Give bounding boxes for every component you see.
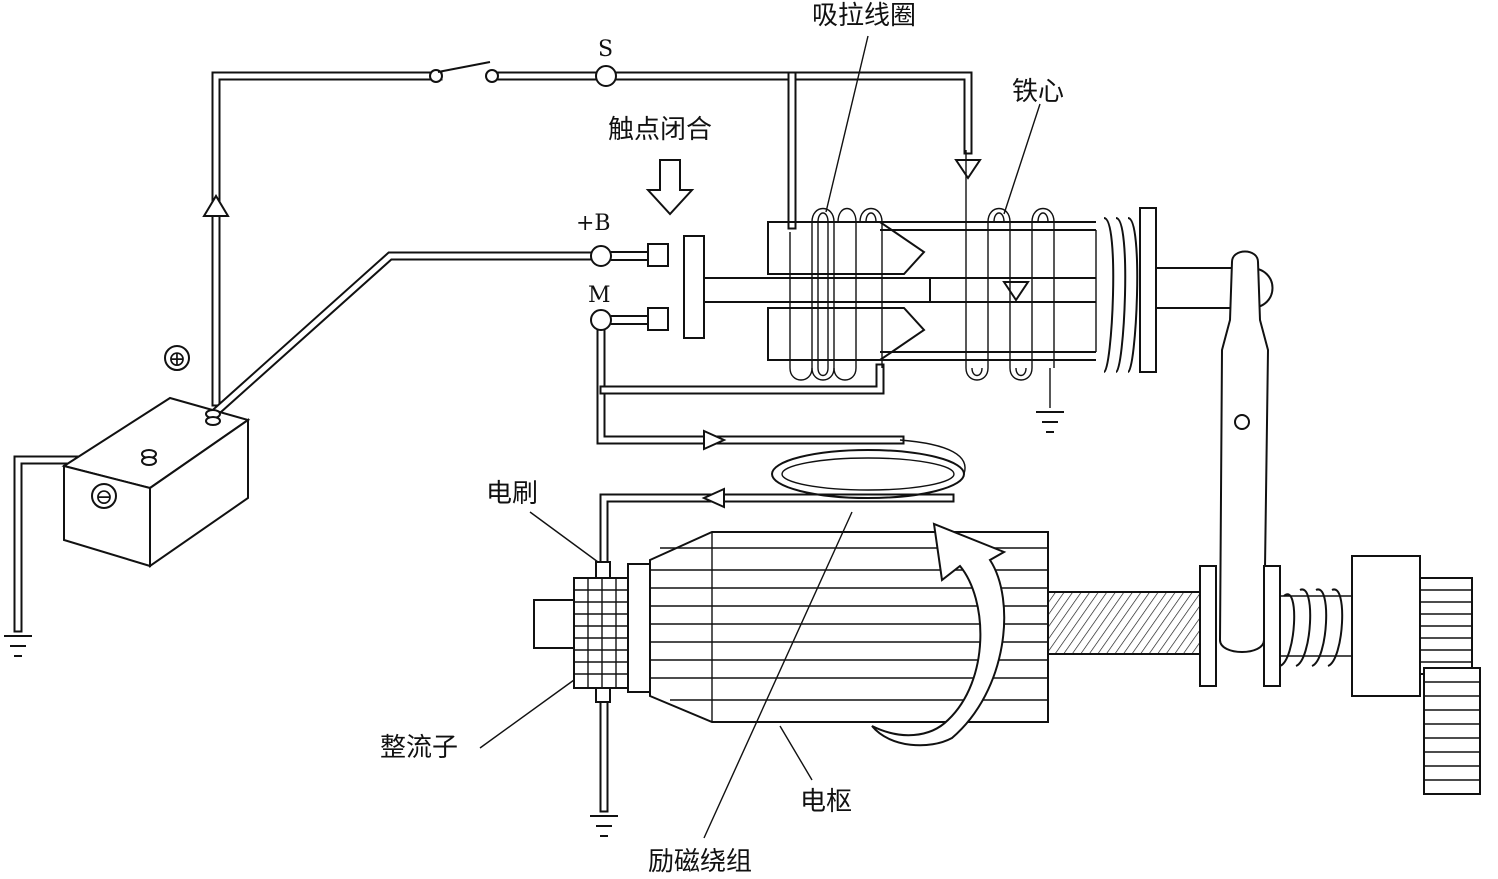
label-brush: 电刷 bbox=[486, 479, 538, 509]
ground-icon bbox=[1036, 411, 1064, 433]
shift-lever bbox=[1218, 250, 1270, 653]
battery: ⊕ ⊖ bbox=[61, 345, 251, 568]
arrow-left-icon bbox=[701, 487, 725, 509]
label-iron-core: 铁心 bbox=[1012, 77, 1064, 107]
ignition-switch bbox=[429, 61, 617, 87]
arrow-down-icon bbox=[1002, 281, 1030, 302]
label-contacts-close: 触点闭合 bbox=[608, 115, 712, 145]
ground-icon bbox=[590, 815, 618, 837]
label-field-winding: 励磁绕组 bbox=[648, 847, 752, 877]
drive-shaft bbox=[1047, 591, 1201, 655]
motor-armature-assembly bbox=[533, 522, 1481, 795]
solenoid-switch bbox=[590, 150, 1274, 381]
hold-in-coil bbox=[965, 150, 1055, 381]
ground-icon bbox=[4, 635, 32, 657]
ground-symbols bbox=[4, 411, 1064, 837]
rotation-arrow-icon bbox=[871, 522, 1007, 747]
label-commutator: 整流子 bbox=[380, 733, 458, 763]
brush-top bbox=[595, 561, 611, 579]
battery-positive-symbol: ⊕ bbox=[168, 347, 186, 372]
armature-core bbox=[649, 531, 1049, 723]
terminal-m bbox=[590, 309, 612, 331]
contact-close-arrow-icon bbox=[645, 159, 695, 216]
battery-positive-post bbox=[205, 409, 221, 426]
terminal-s bbox=[595, 65, 617, 87]
brush-bottom bbox=[595, 687, 611, 703]
terminal-b bbox=[590, 245, 612, 267]
arrow-up-icon bbox=[202, 194, 230, 217]
arrow-right-icon bbox=[703, 429, 727, 451]
return-spring bbox=[1095, 207, 1157, 373]
battery-negative-post bbox=[141, 449, 157, 466]
label-terminal-b: +B bbox=[576, 211, 611, 236]
label-terminal-m: M bbox=[588, 283, 611, 308]
flywheel-ring-gear bbox=[1423, 667, 1481, 795]
arrow-down-icon bbox=[954, 159, 982, 180]
battery-negative-symbol: ⊖ bbox=[95, 485, 113, 510]
leader-lines bbox=[479, 35, 1041, 839]
labels: S 吸拉线圈 铁心 触点闭合 +B M 电刷 整流子 电枢 励磁绕组 bbox=[380, 1, 1064, 877]
label-armature: 电枢 bbox=[800, 787, 852, 817]
pull-in-coil bbox=[789, 207, 883, 381]
label-pull-in-coil: 吸拉线圈 bbox=[812, 1, 916, 31]
label-switch-s: S bbox=[598, 37, 613, 62]
commutator bbox=[573, 563, 651, 693]
field-winding bbox=[771, 439, 966, 499]
circuit-wires bbox=[13, 71, 1051, 813]
current-direction-arrows bbox=[202, 159, 1030, 509]
